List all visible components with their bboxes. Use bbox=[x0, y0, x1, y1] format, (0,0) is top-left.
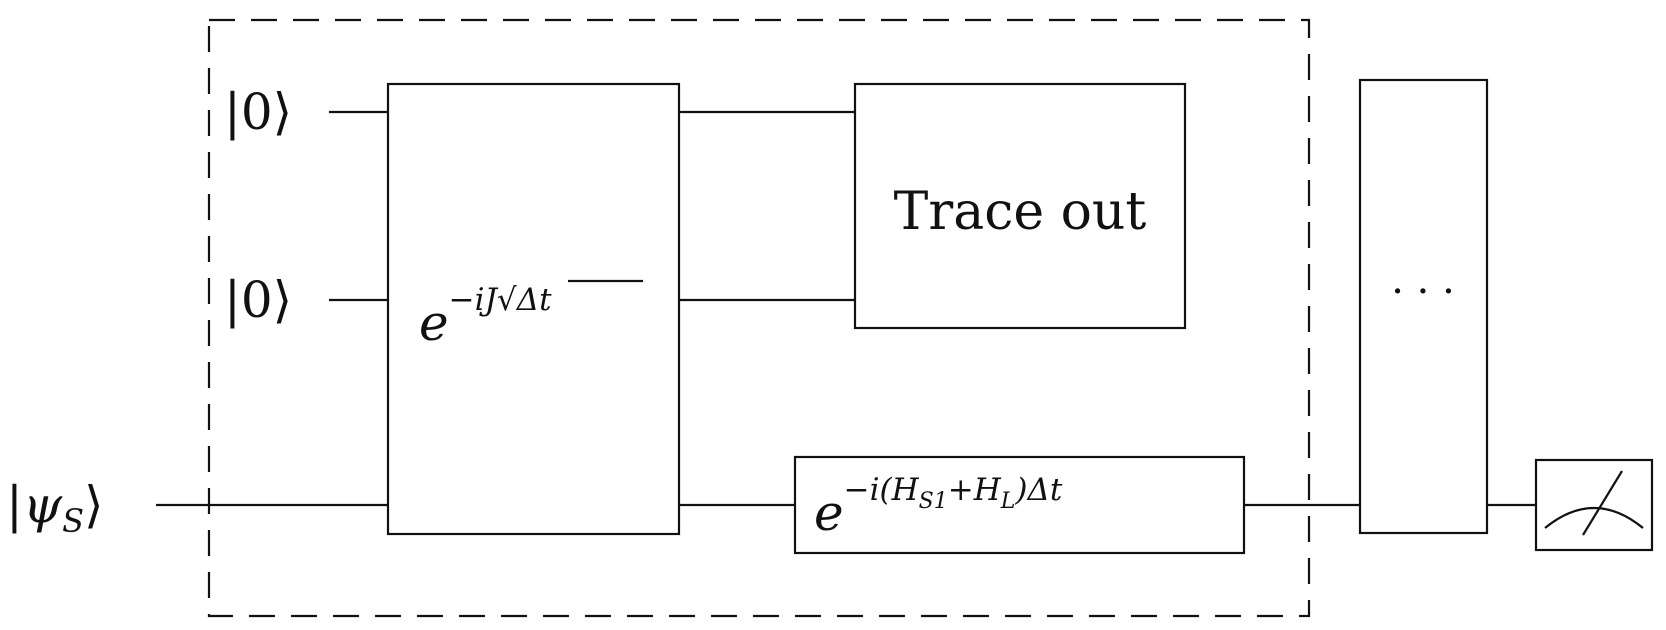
measurement-meter-icon bbox=[1534, 458, 1654, 552]
trace-out-label: Trace out bbox=[894, 182, 1147, 242]
trace-out-gate bbox=[853, 82, 1187, 330]
ancilla-1-ket: |0⟩ bbox=[224, 83, 292, 141]
ancilla-2-ket: |0⟩ bbox=[224, 271, 292, 329]
repeat-steps-box bbox=[1358, 78, 1489, 535]
interaction-gate bbox=[386, 82, 681, 536]
ellipsis-label: · · · bbox=[1391, 269, 1455, 315]
system-ket: |ψS⟩ bbox=[6, 476, 104, 540]
single-step-dashed-region bbox=[207, 18, 1311, 618]
system-evolution-label: e−i(HS1+HL)Δt bbox=[814, 472, 1063, 542]
interaction-gate-label: e−iJ√Δt bbox=[419, 282, 552, 352]
system-evolution-gate bbox=[793, 455, 1246, 555]
